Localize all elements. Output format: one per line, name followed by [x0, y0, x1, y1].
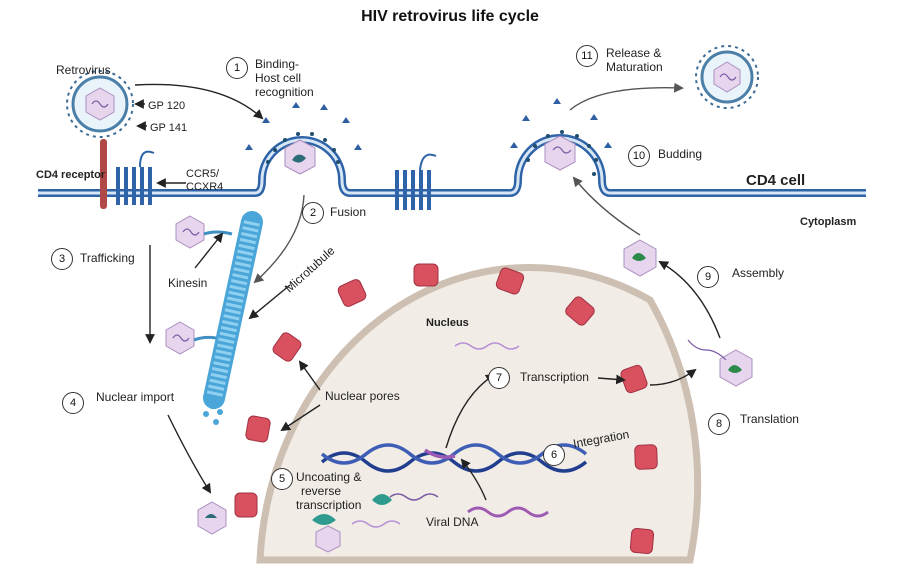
- step-5-marker: 5: [271, 468, 293, 490]
- step-11-label-line-1: Release &: [606, 46, 662, 60]
- step-7-marker: 7: [488, 367, 510, 389]
- uncoating-complex: [197, 494, 392, 553]
- step-3-label: Trafficking: [80, 251, 135, 265]
- step-7-label: Transcription: [520, 370, 589, 384]
- step-4-label: Nuclear import: [96, 390, 175, 404]
- cd4-cell-label: CD4 cell: [746, 172, 806, 189]
- retrovirus-label: Retrovirus: [56, 63, 111, 77]
- dna-helix: [320, 443, 588, 473]
- nucleus: [256, 263, 702, 564]
- step-2-label: Fusion: [330, 205, 367, 219]
- viral-dna-label: Viral DNA: [426, 515, 479, 529]
- nucleus-label: Nucleus: [426, 317, 469, 329]
- kinesin-capsid-lower: [165, 321, 217, 355]
- step-4-marker: 4: [62, 392, 84, 414]
- cd4-receptor-label: CD4 receptor: [36, 169, 106, 181]
- step-6-marker: 6: [543, 444, 565, 466]
- co-receptor-ccr5: [116, 150, 155, 205]
- step-1-label-line-1: Binding-: [255, 57, 300, 71]
- step-8-label: Translation: [740, 412, 799, 426]
- nuclear-pores-label: Nuclear pores: [325, 389, 400, 403]
- assembly-capsid: [623, 239, 657, 277]
- kinesin-label: Kinesin: [168, 276, 208, 290]
- step-5-label-line-1: Uncoating &: [296, 470, 362, 484]
- step-1-marker: 1: [226, 57, 248, 79]
- cd4-receptor-shape: [100, 139, 107, 209]
- viral-dna-strand: [467, 506, 549, 518]
- cytoplasm-label: Cytoplasm: [800, 216, 857, 228]
- kinesin-capsid-upper: [175, 215, 233, 249]
- rna-strands: [351, 342, 520, 528]
- retrovirus-particle: [66, 70, 134, 138]
- step-5-label-line-3: transcription: [296, 498, 362, 512]
- step-9-marker: 9: [697, 266, 719, 288]
- gp120-label: GP 120: [148, 100, 186, 112]
- step-2-marker: 2: [302, 202, 324, 224]
- step-11-marker: 11: [576, 45, 598, 67]
- step-8-marker: 8: [708, 413, 730, 435]
- microtubule-shape: [203, 211, 263, 425]
- ccr5-label: CCR5/: [186, 168, 220, 180]
- step-10-label: Budding: [658, 147, 703, 161]
- cell-membrane: [38, 98, 866, 197]
- step-1-label-line-3: recognition: [255, 85, 314, 99]
- translation-capsid: [687, 339, 753, 387]
- step-5-label-line-2: reverse: [301, 484, 342, 498]
- diagram-title: HIV retrovirus life cycle: [361, 8, 539, 25]
- step-9-label: Assembly: [732, 266, 785, 280]
- co-receptor-middle: [395, 153, 437, 210]
- step-11-label-line-2: Maturation: [606, 60, 663, 74]
- flow-arrows: [134, 82, 721, 501]
- step-10-marker: 10: [628, 145, 650, 167]
- gp141-label: GP 141: [150, 122, 188, 134]
- step-1-label-line-2: Host cell: [255, 71, 302, 85]
- step-3-marker: 3: [51, 248, 73, 270]
- ccxr4-label: CCXR4: [186, 181, 224, 193]
- nuclear-pores: [234, 263, 658, 554]
- released-virion: [695, 45, 759, 109]
